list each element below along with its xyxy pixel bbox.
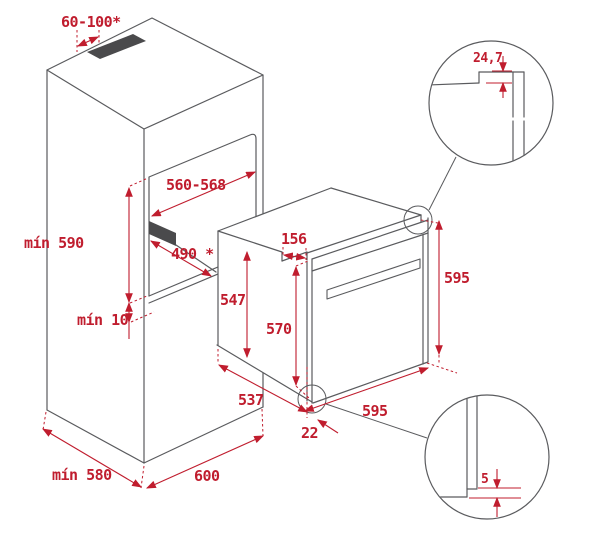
dimension-lines [42, 30, 458, 489]
leader-line-top-detail [428, 156, 457, 211]
niche-shelf-edge [149, 221, 176, 246]
label-front-overhang: 22 [301, 424, 318, 442]
label-niche-height: mín 590 [24, 234, 84, 252]
zoom-marker-top-circle [403, 205, 433, 235]
label-shelf-depth: 490 * [171, 245, 214, 263]
label-top-recess: 156 [281, 230, 307, 248]
label-cabinet-depth: mín 580 [52, 466, 112, 484]
detail-circle-top [428, 40, 554, 166]
dimension-labels: 60-100* 560-568 mín 590 490 * mín 10 mín… [24, 13, 503, 487]
label-body-height: 547 [220, 291, 246, 309]
oven-body [216, 187, 429, 404]
oven-door-handle [326, 258, 421, 300]
detail-circle-bottom [424, 394, 550, 520]
label-body-depth: 537 [238, 391, 264, 409]
label-front-height: 595 [444, 269, 470, 287]
label-vent-slot: 60-100* [61, 13, 121, 31]
label-rear-gap: mín 10 [77, 311, 129, 329]
label-front-width: 595 [362, 402, 388, 420]
label-cabinet-width: 600 [194, 467, 220, 485]
label-niche-width: 560-568 [166, 176, 226, 194]
label-detail-bottom-step: 5 [481, 472, 488, 487]
vent-slot [87, 34, 146, 59]
label-front-inner-height: 570 [266, 320, 292, 338]
label-detail-top-step: 24,7 [473, 51, 502, 66]
